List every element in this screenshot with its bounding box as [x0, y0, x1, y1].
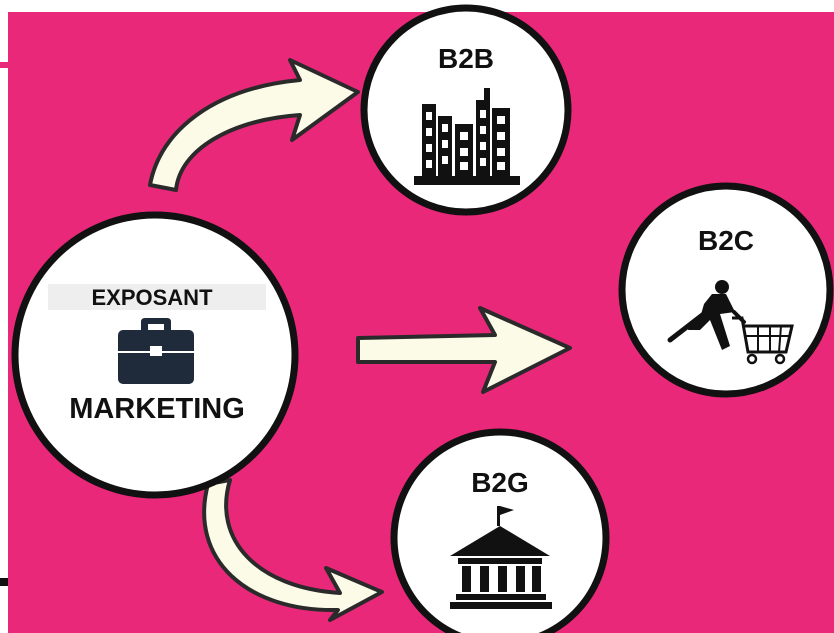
- b2b-circle: [360, 4, 572, 216]
- source-bottom-label: MARKETING: [69, 393, 245, 425]
- skyscrapers-icon: [414, 88, 520, 185]
- exposant-label-backdrop: [48, 284, 266, 310]
- arrow-to-b2g: [202, 478, 384, 622]
- b2c-label: B2C: [698, 225, 754, 256]
- b2g-label: B2G: [471, 467, 529, 498]
- target-node-b2b: B2B: [360, 4, 572, 216]
- arrow-to-b2c: [356, 306, 572, 394]
- target-node-b2g: B2G: [390, 428, 610, 633]
- b2b-label: B2B: [438, 43, 494, 74]
- shopper-with-cart-icon: [667, 280, 794, 365]
- arrow-to-b2b: [148, 58, 360, 192]
- source-top-label: EXPOSANT: [91, 285, 213, 310]
- briefcase-icon: [118, 318, 194, 384]
- source-node: EXPOSANT MARKETING: [11, 211, 299, 499]
- left-edge-dark-mark: [0, 578, 10, 586]
- left-edge-pink-mark: [0, 62, 10, 68]
- government-building-icon: [450, 506, 552, 609]
- target-node-b2c: B2C: [618, 182, 834, 398]
